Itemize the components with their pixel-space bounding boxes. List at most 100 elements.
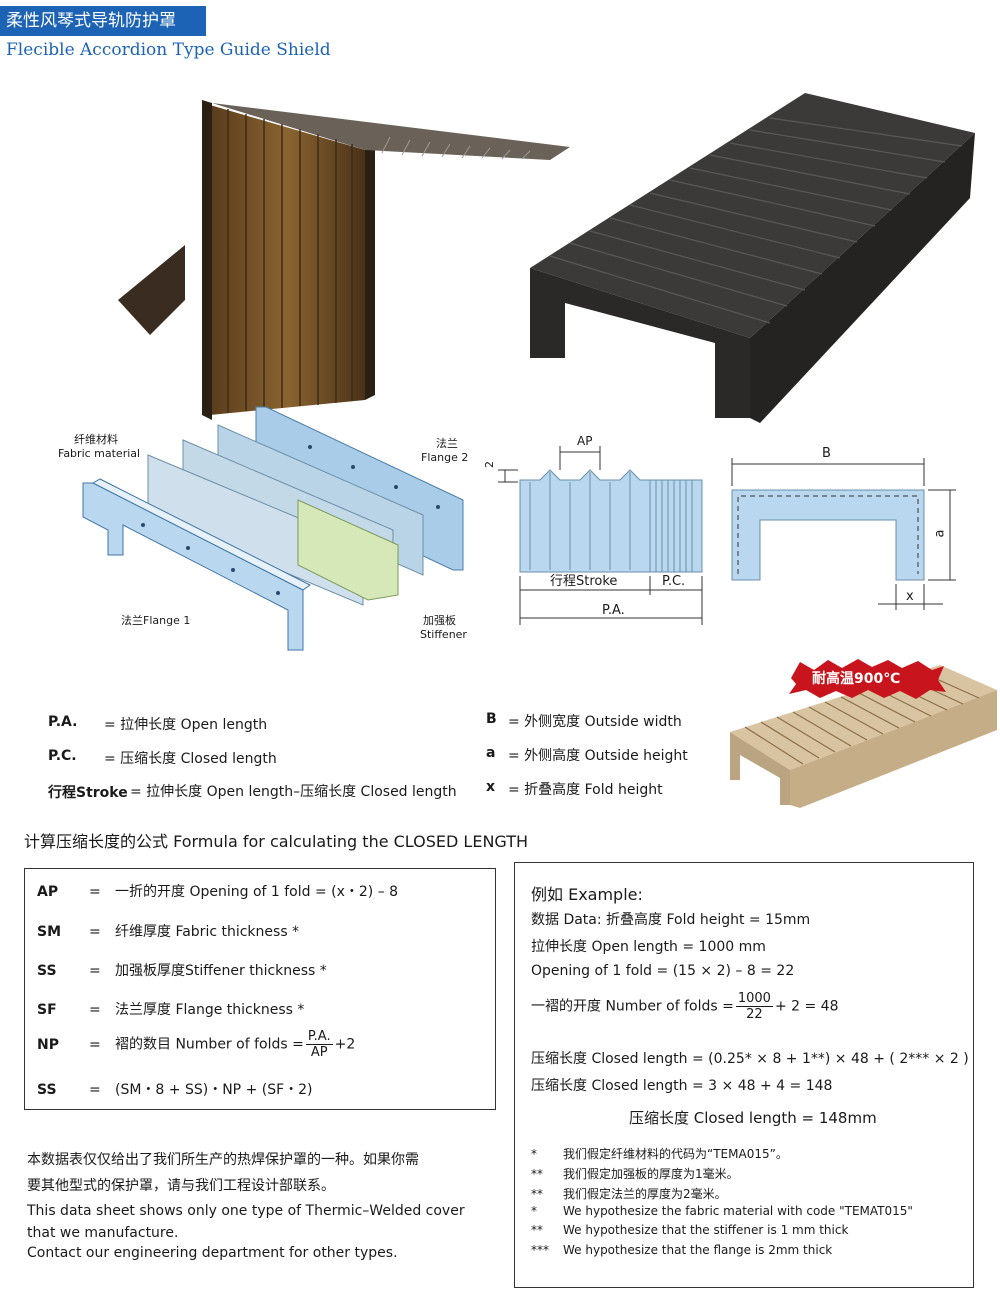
def-b-text: = 外侧宽度 Outside width (508, 714, 682, 730)
def-pa-key: P.A. (48, 714, 78, 730)
footer-en-line2: that we manufacture. (27, 1225, 179, 1241)
def-stroke-key: 行程Stroke (48, 785, 128, 801)
formula-eq: = (89, 1036, 101, 1053)
fraction-numerator: P.A. (305, 1029, 333, 1045)
def-stroke: 行程Stroke (48, 782, 128, 802)
exploded-diagram (82, 406, 464, 651)
formula-tail: +2 (334, 1036, 356, 1053)
fraction-denominator: 22 (746, 1007, 763, 1022)
formula-row-np: NP=褶的数目 Number of folds =P.A.AP+2 (37, 1029, 355, 1060)
badge-heat-text: 耐高温900℃ (812, 671, 901, 687)
example-title: 例如 Example: (531, 885, 643, 904)
formula-key: SS (37, 963, 57, 979)
accordion-photo-black (530, 93, 975, 423)
footer-cn-line1: 本数据表仅仅给出了我们所生产的热焊保护罩的一种。如果你需 (27, 1152, 419, 1168)
def-pa: P.A. (48, 714, 77, 730)
formula-text: 纤维厚度 Fabric thickness * (115, 924, 300, 940)
note-row: ** We hypothesize that the stiffener is 1… (531, 1223, 848, 1237)
example-result: 压缩长度 Closed length = 148mm (629, 1109, 877, 1127)
label-a: a (932, 529, 948, 538)
label-flange2-en: Flange 2 (421, 451, 469, 464)
example-line-opening: Opening of 1 fold = (15 × 2) – 8 = 22 (531, 963, 795, 979)
note-text: 我们假定法兰的厚度为2毫米。 (563, 1187, 727, 1201)
example-line-closed-calc: 压缩长度 Closed length = 3 × 48 + 4 = 148 (531, 1078, 833, 1094)
note-row: ***We hypothesize that the flange is 2mm… (531, 1243, 832, 1257)
def-x-text: = 折叠高度 Fold height (508, 782, 663, 798)
formula-key: SF (37, 1002, 57, 1018)
formula-text: 一折的开度 Opening of 1 fold = (x・2) – 8 (115, 884, 399, 900)
def-b: B (486, 711, 497, 727)
def-pc-key: P.C. (48, 748, 77, 764)
def-pc-text: = 压缩长度 Closed length (104, 751, 277, 767)
cross-section-diagram (731, 458, 956, 610)
formula-eq: = (89, 884, 101, 900)
def-x-key: x (486, 779, 496, 795)
label-flange1: 法兰Flange 1 (121, 614, 191, 627)
formula-eq: = (89, 924, 101, 940)
note-text: We hypothesize that the stiffener is 1 m… (563, 1223, 849, 1237)
note-mark: ** (531, 1187, 543, 1201)
formula-row-ap: AP=一折的开度 Opening of 1 fold = (x・2) – 8 (37, 881, 398, 901)
header-title-cn: 柔性风琴式导轨防护罩 (0, 6, 206, 36)
def-pc: P.C. (48, 748, 77, 764)
note-text: 我们假定加强板的厚度为1毫米。 (563, 1167, 739, 1181)
label-fabric-cn: 纤维材料 (74, 433, 118, 446)
def-a: a (486, 745, 495, 761)
label-flange2-cn: 法兰 (436, 437, 458, 450)
label-fabric-en: Fabric material (58, 447, 141, 460)
example-box: 例如 Example: 数据 Data: 折叠高度 Fold height = … (514, 862, 974, 1288)
note-mark: ** (531, 1223, 543, 1237)
note-mark: * (531, 1204, 537, 1218)
formula-text: 加强板厚度Stiffener thickness * (115, 963, 327, 979)
formula-eq: = (89, 1082, 101, 1098)
example-line-closed-formula: 压缩长度 Closed length = (0.25* × 8 + 1**) ×… (531, 1051, 969, 1067)
folds-fraction: P.A.AP (305, 1029, 333, 1060)
note-row: ** 我们假定法兰的厚度为2毫米。 (531, 1185, 727, 1202)
example-line-open-length: 拉伸长度 Open length = 1000 mm (531, 939, 766, 955)
fraction-numerator: 1000 (735, 991, 773, 1007)
label-pc: P.C. (662, 574, 686, 589)
label-stiffener-cn: 加强板 (423, 614, 456, 627)
badge-burst-shape (789, 659, 946, 699)
accordion-photo-brown (118, 100, 570, 420)
example-line-data: 数据 Data: 折叠高度 Fold height = 15mm (531, 912, 811, 928)
label-stiffener-en: Stiffener (420, 628, 467, 641)
formula-box: AP = 一折的开度 Opening of 1 fold = (x・2) – 8 S… (24, 868, 496, 1110)
note-mark: ** (531, 1167, 543, 1181)
formula-row-ss: SS = 加强板厚度Stiffener thickness * (37, 960, 327, 980)
def-stroke-text: = 拉伸长度 Open length–压缩长度 Closed length (130, 784, 457, 800)
profile-dimension-diagram (498, 446, 703, 625)
label-x: x (906, 589, 914, 604)
note-row: ** 我们假定加强板的厚度为1毫米。 (531, 1165, 739, 1182)
def-pa-text: = 拉伸长度 Open length (104, 717, 268, 733)
note-row: * 我们假定纤维材料的代码为“TEMA015”。 (531, 1145, 788, 1162)
def-a-text: = 外侧高度 Outside height (508, 748, 688, 764)
label-ap: AP (577, 434, 593, 448)
def-a-key: a (486, 745, 496, 761)
footer-en-line1: This data sheet shows only one type of T… (27, 1203, 465, 1219)
note-mark: * (531, 1147, 537, 1161)
formula-title: 计算压缩长度的公式 Formula for calculating the CL… (24, 832, 529, 851)
label-two: 2 (483, 461, 496, 468)
formula-key: SS (37, 1082, 57, 1098)
label-pa: P.A. (602, 603, 625, 618)
note-text: 我们假定纤维材料的代码为“TEMA015”。 (563, 1147, 788, 1161)
formula-row-ss-total: SS=(SM・8 + SS)・NP + (SF・2) (37, 1079, 313, 1099)
folds-label: 一褶的开度 Number of folds = (531, 998, 734, 1015)
note-text: We hypothesize the fabric material with … (563, 1204, 913, 1218)
formula-eq: = (89, 963, 101, 979)
header-title-en: Flecible Accordion Type Guide Shield (6, 40, 331, 60)
note-text: We hypothesize that the flange is 2mm th… (563, 1243, 833, 1257)
note-row: * We hypothesize the fabric material with… (531, 1204, 913, 1218)
fraction-denominator: AP (310, 1045, 328, 1060)
formula-eq: = (89, 1002, 101, 1018)
footer-cn-line2: 要其他型式的保护罩，请与我们工程设计部联系。 (27, 1178, 335, 1194)
label-b: B (822, 446, 831, 461)
formula-key: NP (37, 1036, 59, 1053)
formula-text: 法兰厚度 Flange thickness * (115, 1002, 305, 1018)
formula-key: SM (37, 924, 62, 940)
def-b-key: B (486, 711, 497, 727)
label-stroke: 行程Stroke (550, 574, 618, 589)
